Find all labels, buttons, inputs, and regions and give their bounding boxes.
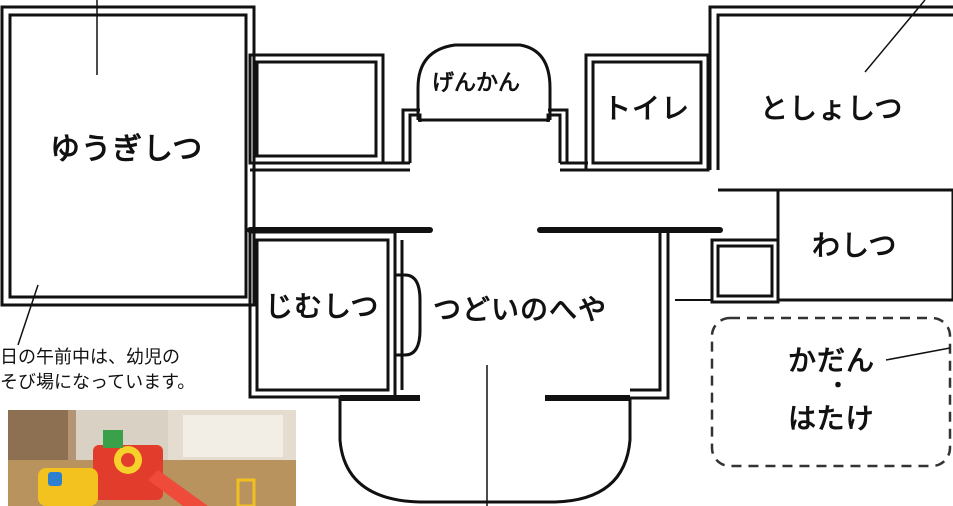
room-label-washitsu: わしつ [812, 229, 898, 262]
garden-label-hatake: はたけ [788, 402, 875, 435]
small-room-inner-wall [255, 60, 378, 158]
counter-outline [395, 273, 422, 357]
note-line-2: そび場になっています。 [0, 372, 196, 393]
storage-inner-wall [716, 244, 774, 298]
leader-line-note [17, 284, 39, 346]
leader-line-garden [885, 347, 951, 361]
garden-label-kadan: かだん [788, 344, 876, 377]
room-label-jimushitsu: じむしつ [265, 290, 380, 323]
room-label-toire: トイレ [603, 92, 691, 125]
yuugi-room-inner-wall [8, 13, 248, 299]
toilet-inner-wall [591, 60, 703, 165]
room-label-tsudoi: つどいのへや [433, 293, 608, 326]
yuugi-room-outer-wall [0, 5, 256, 307]
note-line-1: 日の午前中は、幼児の [0, 347, 180, 368]
genkan-outline [416, 43, 552, 120]
room-label-yuugi: ゆうぎしつ [50, 132, 204, 167]
leader-line-tosho [864, 0, 926, 73]
jimushitsu-inner-wall [255, 238, 390, 392]
room-label-genkan: げんかん [432, 71, 521, 96]
porch-outline [338, 398, 632, 504]
garden-label-dot: ・ [827, 374, 850, 399]
playroom-photo [8, 410, 296, 506]
storage-outer-wall [710, 238, 780, 304]
toilet-outer-wall [584, 53, 710, 172]
room-label-toshoshitsu: としょしつ [760, 92, 904, 125]
small-room-outer-wall [248, 53, 385, 165]
